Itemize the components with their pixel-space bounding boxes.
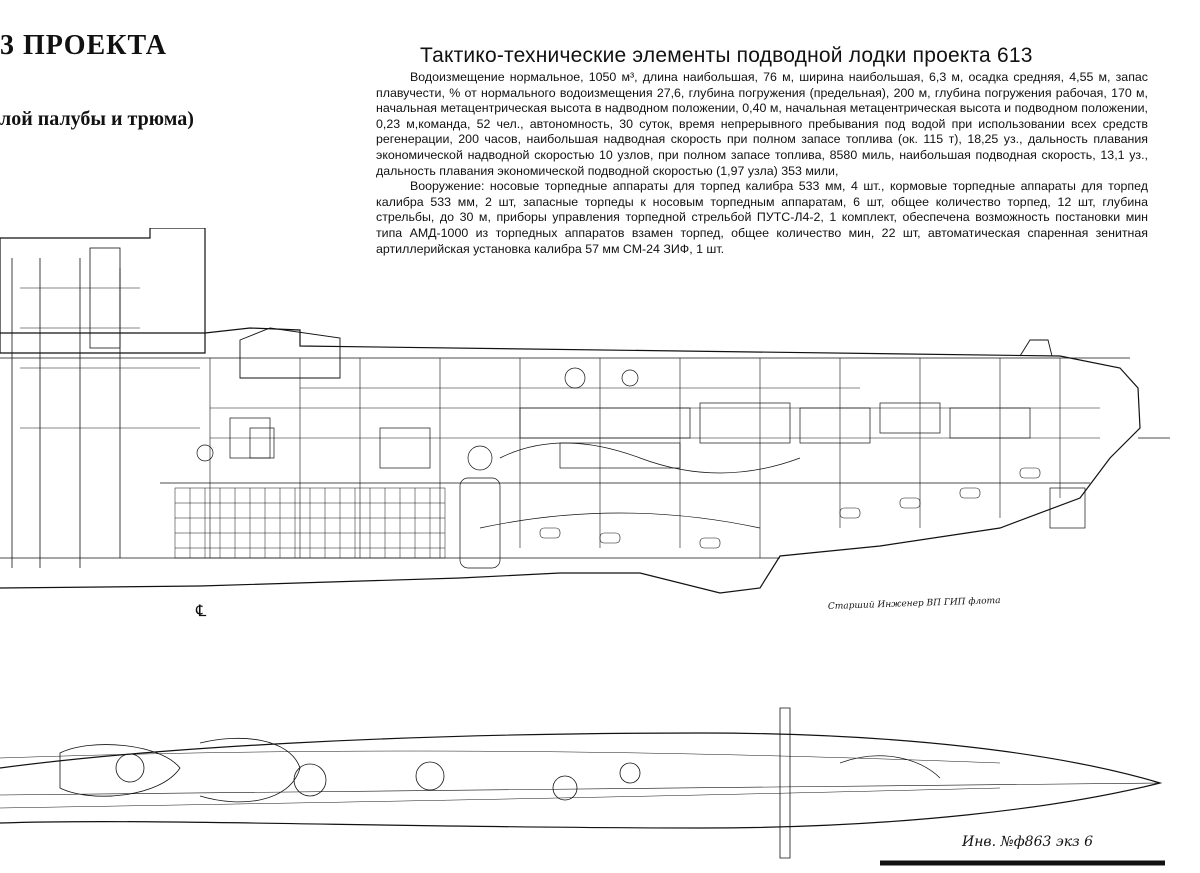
hull-frames <box>539 467 1041 549</box>
spec-title: Тактико-технические элементы подводной л… <box>420 44 1033 67</box>
conning-tower <box>0 228 206 568</box>
submarine-blueprint: ℄ Старший Инженер ВП ГИП флота Инв. №ф86… <box>0 228 1200 873</box>
machinery-details <box>196 367 1086 569</box>
battery-compartment <box>174 487 446 559</box>
bulkheads <box>209 358 1100 558</box>
spec-text-block: Водоизмещение нормальное, 1050 м³, длина… <box>376 70 1148 257</box>
spec-paragraph-performance: Водоизмещение нормальное, 1050 м³, длина… <box>376 70 1148 178</box>
inventory-stamp: Инв. №ф863 экз 6 <box>961 834 1093 850</box>
section-subheading: лой палубы и трюма) <box>0 108 194 130</box>
signature-note: Старший Инженер ВП ГИП флота <box>828 596 1001 612</box>
section-heading: 3 ПРОЕКТА <box>0 30 167 61</box>
spec-paragraph-armament: Вооружение: носовые торпедные аппараты д… <box>376 179 1148 256</box>
centerline-mark: ℄ <box>195 601 207 620</box>
blueprint-svg: ℄ Старший Инженер ВП ГИП флота Инв. №ф86… <box>0 228 1170 866</box>
